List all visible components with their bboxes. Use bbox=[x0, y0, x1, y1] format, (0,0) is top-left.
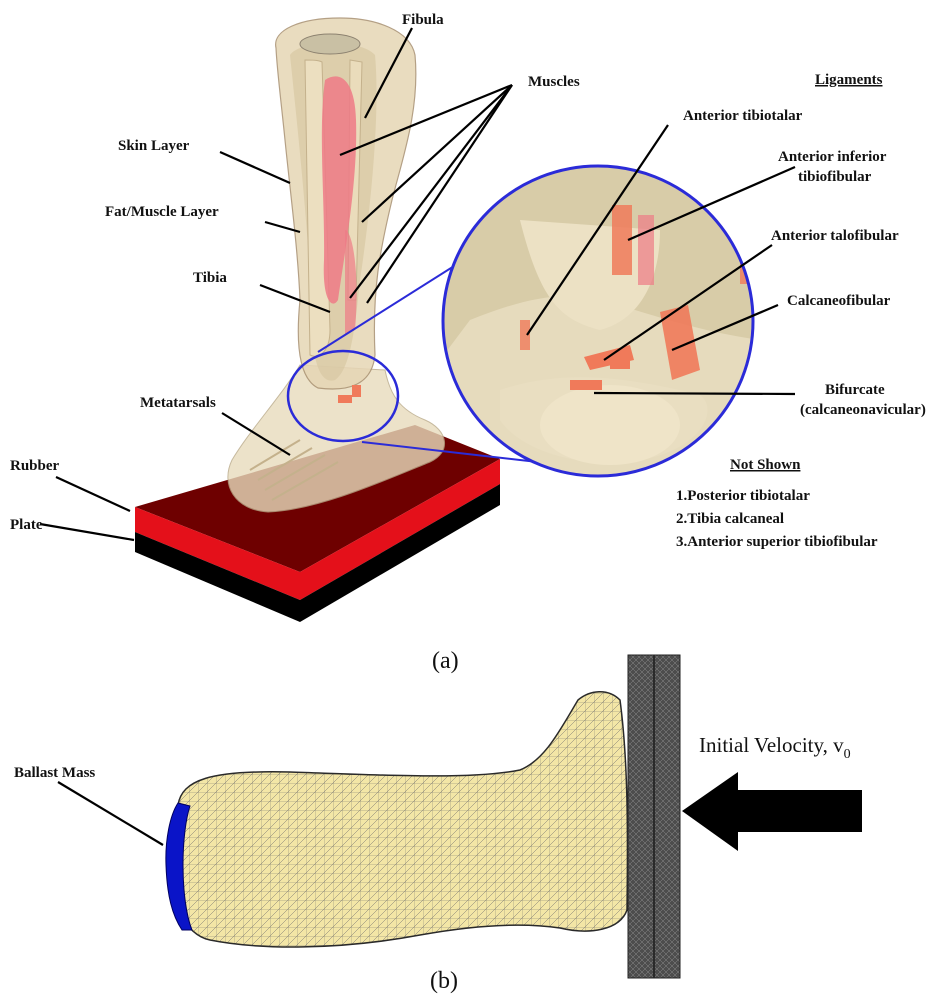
label-not-shown-header: Not Shown bbox=[730, 457, 801, 473]
label-initial-velocity: Initial Velocity, v0 bbox=[699, 733, 851, 762]
label-skin-layer: Skin Layer bbox=[118, 138, 190, 154]
caption-a: (a) bbox=[432, 648, 459, 674]
label-anterior-inferior: Anterior inferior bbox=[778, 149, 887, 165]
not-shown-item: 1.Posterior tibiotalar bbox=[676, 488, 810, 504]
label-tibiofibular: tibiofibular bbox=[798, 169, 872, 185]
label-fibula: Fibula bbox=[402, 12, 444, 28]
label-calcaneofibular: Calcaneofibular bbox=[787, 293, 891, 309]
panel-a: Fibula Muscles Ligaments Skin Layer Fat/… bbox=[10, 12, 926, 674]
meshed-leg bbox=[168, 692, 627, 947]
zoomed-ankle-view bbox=[440, 160, 760, 480]
label-ballast-mass: Ballast Mass bbox=[14, 765, 95, 781]
label-calcaneonavicular: (calcaneonavicular) bbox=[800, 402, 926, 418]
caption-b: (b) bbox=[430, 968, 458, 994]
not-shown-item: 2.Tibia calcaneal bbox=[676, 511, 784, 527]
label-ligaments-header: Ligaments bbox=[815, 72, 883, 88]
velocity-text: Initial Velocity, v bbox=[699, 733, 844, 757]
leader-ballast bbox=[58, 782, 163, 845]
label-plate: Plate bbox=[10, 517, 43, 533]
label-metatarsals: Metatarsals bbox=[140, 395, 216, 411]
velocity-subscript: 0 bbox=[844, 747, 851, 762]
not-shown-item: 3.Anterior superior tibiofibular bbox=[676, 534, 878, 550]
label-anterior-talofibular: Anterior talofibular bbox=[771, 228, 899, 244]
label-anterior-tibiotalar: Anterior tibiotalar bbox=[683, 108, 803, 124]
label-bifurcate: Bifurcate bbox=[825, 382, 885, 398]
panel-b: Ballast Mass Initial Velocity, v0 (b) bbox=[14, 655, 862, 994]
left-arrow-icon bbox=[682, 772, 862, 851]
label-rubber: Rubber bbox=[10, 458, 60, 474]
label-tibia: Tibia bbox=[193, 270, 227, 286]
label-muscles: Muscles bbox=[528, 74, 580, 90]
label-fat-muscle-layer: Fat/Muscle Layer bbox=[105, 204, 219, 220]
